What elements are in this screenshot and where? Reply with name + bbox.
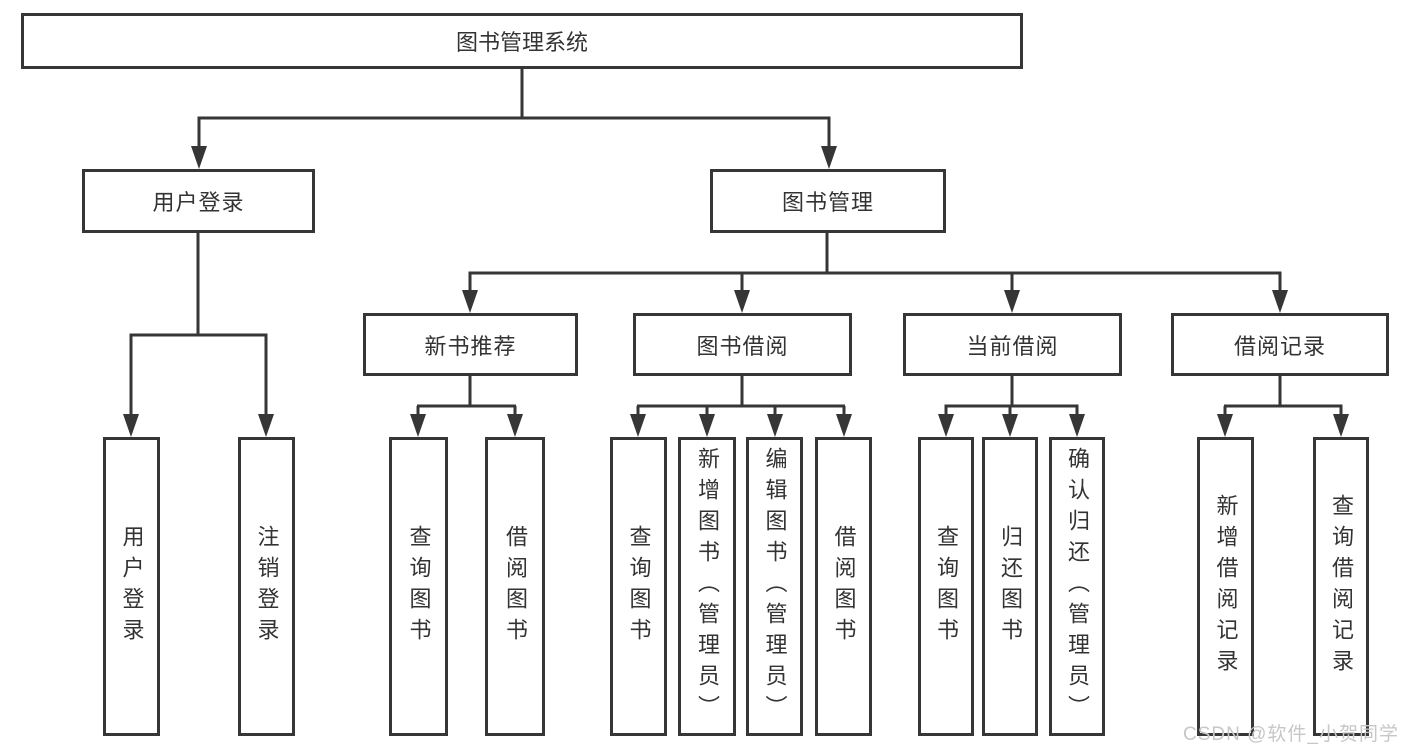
node-current-borrowing: 当前借阅 bbox=[903, 313, 1122, 376]
leaf-cb-confirm-return-admin: 确认归还（管理员） bbox=[1049, 437, 1105, 736]
leaf-logout-label: 注销登录 bbox=[254, 524, 280, 649]
leaf-bb-add-books-admin: 新增图书（管理员） bbox=[678, 437, 736, 736]
leaf-logout: 注销登录 bbox=[238, 437, 295, 736]
leaf-bb-add-books-admin-label: 新增图书（管理员） bbox=[695, 447, 720, 726]
leaf-br-query-record-label: 查询借阅记录 bbox=[1329, 493, 1354, 680]
node-user-login-label: 用户登录 bbox=[152, 190, 245, 215]
leaf-user-login-label: 用户登录 bbox=[119, 524, 145, 649]
node-root-label: 图书管理系统 bbox=[455, 30, 588, 55]
csdn-watermark: CSDN @软件_小贺同学 bbox=[1183, 724, 1399, 745]
node-user-login: 用户登录 bbox=[82, 169, 315, 233]
leaf-cb-query-books: 查询图书 bbox=[918, 437, 974, 736]
leaf-cb-confirm-return-admin-label: 确认归还（管理员） bbox=[1065, 447, 1090, 726]
node-borrowing-records: 借阅记录 bbox=[1171, 313, 1389, 376]
leaf-nbr-borrow-books: 借阅图书 bbox=[485, 437, 545, 736]
node-book-borrowing: 图书借阅 bbox=[633, 313, 852, 376]
leaf-cb-return-books: 归还图书 bbox=[982, 437, 1038, 736]
leaf-user-login: 用户登录 bbox=[103, 437, 160, 736]
leaf-br-add-record: 新增借阅记录 bbox=[1197, 437, 1254, 736]
leaf-nbr-borrow-books-label: 借阅图书 bbox=[503, 524, 528, 649]
leaf-br-query-record: 查询借阅记录 bbox=[1313, 437, 1369, 736]
node-new-book-recommend-label: 新书推荐 bbox=[424, 333, 517, 359]
leaf-nbr-query-books-label: 查询图书 bbox=[406, 524, 432, 649]
leaf-bb-borrow-books-label: 借阅图书 bbox=[831, 524, 857, 649]
leaf-br-add-record-label: 新增借阅记录 bbox=[1213, 493, 1239, 680]
leaf-cb-return-books-label: 归还图书 bbox=[998, 524, 1023, 649]
leaf-nbr-query-books: 查询图书 bbox=[389, 437, 448, 736]
node-book-borrowing-label: 图书借阅 bbox=[696, 333, 789, 359]
leaf-cb-query-books-label: 查询图书 bbox=[934, 524, 959, 649]
node-book-management: 图书管理 bbox=[710, 169, 946, 233]
leaf-bb-edit-books-admin-label: 编辑图书（管理员） bbox=[762, 447, 788, 726]
node-current-borrowing-label: 当前借阅 bbox=[966, 333, 1059, 359]
leaf-bb-query-books: 查询图书 bbox=[610, 437, 667, 736]
leaf-bb-edit-books-admin: 编辑图书（管理员） bbox=[746, 437, 803, 736]
node-root: 图书管理系统 bbox=[21, 13, 1023, 69]
node-borrowing-records-label: 借阅记录 bbox=[1233, 333, 1326, 359]
node-new-book-recommend: 新书推荐 bbox=[363, 313, 578, 376]
leaf-bb-borrow-books: 借阅图书 bbox=[815, 437, 872, 736]
leaf-bb-query-books-label: 查询图书 bbox=[626, 524, 652, 649]
node-book-management-label: 图书管理 bbox=[781, 190, 874, 215]
